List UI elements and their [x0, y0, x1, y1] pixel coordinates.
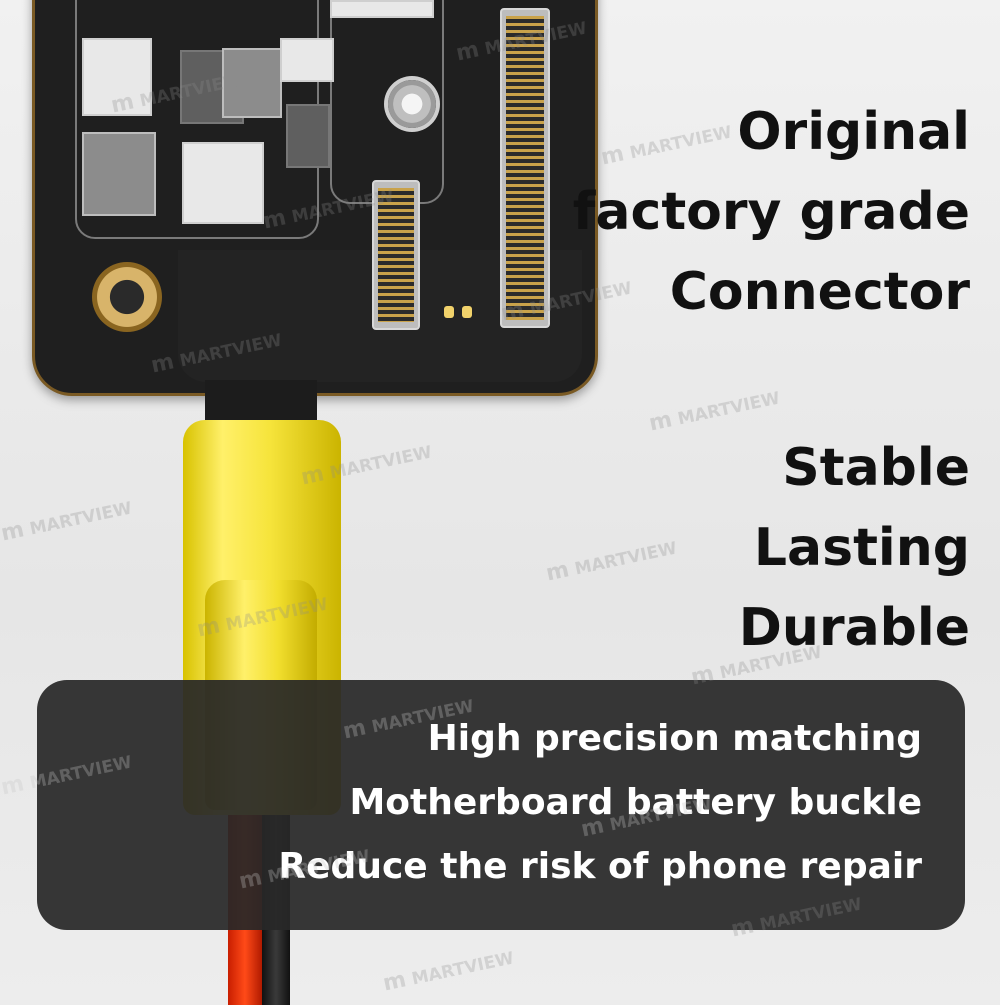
- watermark-logo-icon: m: [578, 813, 607, 843]
- watermark-logo-icon: m: [646, 407, 675, 437]
- watermark-logo-icon: m: [688, 661, 717, 691]
- watermark-logo-icon: m: [380, 967, 409, 997]
- headline-line: Connector: [669, 262, 970, 322]
- watermark-logo-icon: m: [260, 205, 289, 235]
- board-connector: [372, 180, 420, 330]
- watermark-logo-icon: m: [598, 141, 627, 171]
- pcb-component: [82, 38, 152, 116]
- watermark-logo-icon: m: [498, 297, 527, 327]
- feature-text: Reduce the risk of phone repair: [278, 846, 922, 887]
- solder-pad: [462, 306, 472, 318]
- watermark-logo-icon: m: [543, 557, 572, 587]
- headline-original-connector: Original factory grade Connector: [573, 92, 970, 332]
- headline-line: factory grade: [572, 182, 970, 242]
- headline-line: Durable: [738, 598, 970, 658]
- feature-panel: [37, 680, 965, 930]
- pcb-component: [182, 142, 264, 224]
- watermark-logo-icon: m: [108, 89, 137, 119]
- watermark-logo-icon: m: [148, 349, 177, 379]
- mounting-hole-icon: [92, 262, 162, 332]
- pcb-component: [222, 48, 282, 118]
- board-connector: [500, 8, 550, 328]
- solder-pad: [444, 306, 454, 318]
- watermark-logo-icon: m: [298, 461, 327, 491]
- pcb-component: [280, 38, 334, 82]
- pcb-component: [330, 0, 434, 18]
- feature-text: High precision matching: [427, 718, 922, 759]
- pcb-component: [82, 132, 156, 216]
- headline-line: Lasting: [753, 518, 970, 578]
- watermark-logo-icon: m: [0, 771, 27, 801]
- watermark-logo-icon: m: [194, 613, 223, 643]
- watermark-logo-icon: m: [453, 37, 482, 67]
- watermark-logo-icon: m: [728, 913, 757, 943]
- pcb-component: [286, 104, 330, 168]
- feature-text: Motherboard battery buckle: [349, 782, 922, 823]
- watermark-logo-icon: m: [0, 517, 27, 547]
- headline-line: Original: [737, 102, 970, 162]
- screw-standoff-icon: [388, 80, 436, 128]
- watermark-logo-icon: m: [340, 715, 369, 745]
- headline-stable-lasting-durable: Stable Lasting Durable: [739, 428, 970, 668]
- watermark-logo-icon: m: [236, 865, 265, 895]
- headline-line: Stable: [782, 438, 970, 498]
